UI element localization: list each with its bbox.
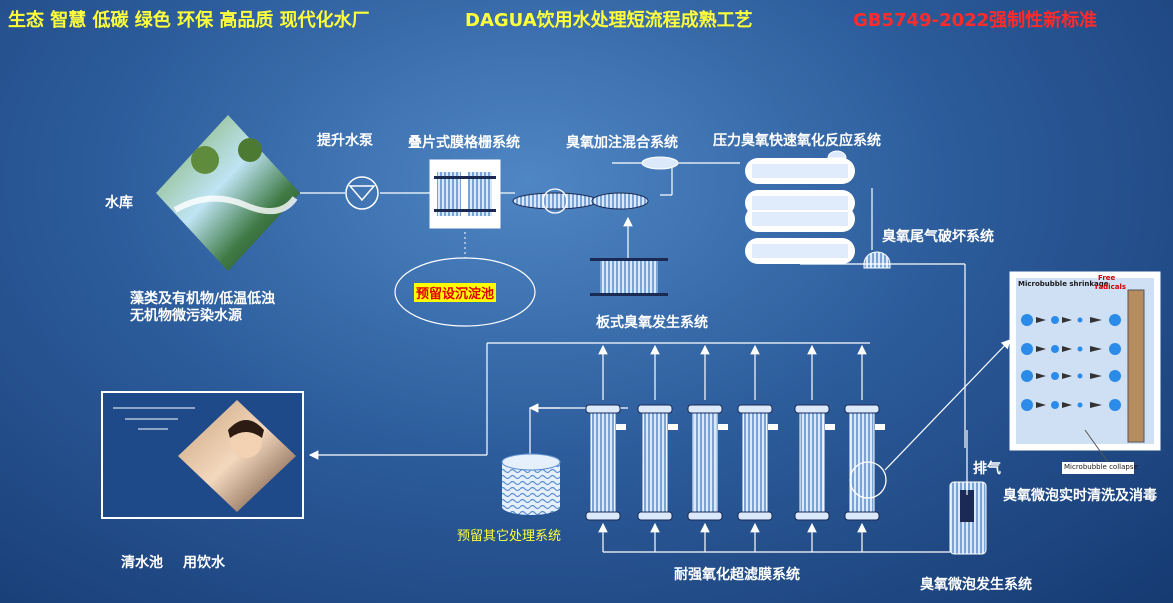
label-exhaust: 排气 bbox=[973, 461, 1001, 477]
lift-pump-icon bbox=[345, 176, 379, 210]
label-reservoir: 水库 bbox=[105, 195, 133, 211]
inset-free-label: Free bbox=[1098, 274, 1116, 282]
label-reserved-other: 预留其它处理系统 bbox=[457, 529, 562, 544]
label-clear-pool: 清水池 bbox=[121, 555, 163, 571]
label-uf-system: 耐强氧化超滤膜系统 bbox=[674, 567, 800, 583]
uf-riser-arrows bbox=[528, 344, 867, 552]
slogan: 生态 智慧 低碳 绿色 环保 高品质 现代化水厂 bbox=[8, 10, 370, 31]
label-reserved-sedimentation: 预留设沉淀池 bbox=[414, 283, 497, 302]
clear-pool-frame bbox=[101, 391, 304, 519]
reserved-tank-icon bbox=[501, 453, 561, 515]
reservoir-image bbox=[156, 115, 300, 271]
label-source-line1: 藻类及有机物/低温低浊 bbox=[130, 291, 276, 307]
inset-radicals-label: radicals bbox=[1095, 283, 1127, 291]
label-pressure-reactor: 压力臭氧快速氧化反应系统 bbox=[713, 133, 881, 149]
clear-water-return bbox=[308, 380, 488, 460]
label-tail-gas: 臭氧尾气破坏系统 bbox=[882, 229, 994, 245]
label-source-line2: 无机物微污染水源 bbox=[130, 308, 242, 324]
microbubble-inset-panel bbox=[1009, 271, 1161, 474]
label-drinking-water: 用饮水 bbox=[183, 555, 225, 571]
ozone-mixer-icon bbox=[512, 156, 679, 214]
label-ozone-mixing: 臭氧加注混合系统 bbox=[566, 135, 678, 151]
label-membrane-grid: 叠片式膜格栅系统 bbox=[408, 135, 520, 151]
inset-shrinkage-label: Microbubble shrinkage bbox=[1018, 280, 1109, 288]
standard-title: GB5749-2022强制性新标准 bbox=[853, 10, 1098, 31]
inset-pointer bbox=[884, 339, 1011, 471]
reserved-sedimentation-outline bbox=[394, 257, 536, 327]
membrane-grid-icon bbox=[429, 159, 501, 229]
main-flow-lines bbox=[300, 162, 740, 196]
label-microbubble-gen: 臭氧微泡发生系统 bbox=[920, 577, 1032, 593]
label-plate-ozone: 板式臭氧发生系统 bbox=[596, 315, 708, 331]
reactor-outlet-pipe bbox=[800, 263, 966, 448]
uf-membrane-columns bbox=[585, 404, 887, 521]
plate-ozone-generator-icon bbox=[590, 216, 668, 296]
process-title: DAGUA饮用水处理短流程成熟工艺 bbox=[465, 10, 753, 31]
label-lift-pump: 提升水泵 bbox=[317, 133, 373, 149]
inset-collapse-label: Microbubble collapse bbox=[1064, 463, 1138, 471]
label-microbubble-clean: 臭氧微泡实时清洗及消毒 bbox=[1003, 488, 1157, 504]
microbubble-generator-icon bbox=[949, 430, 987, 555]
uf-header-pipes bbox=[486, 342, 950, 553]
pressure-reactor-icon bbox=[745, 150, 855, 264]
